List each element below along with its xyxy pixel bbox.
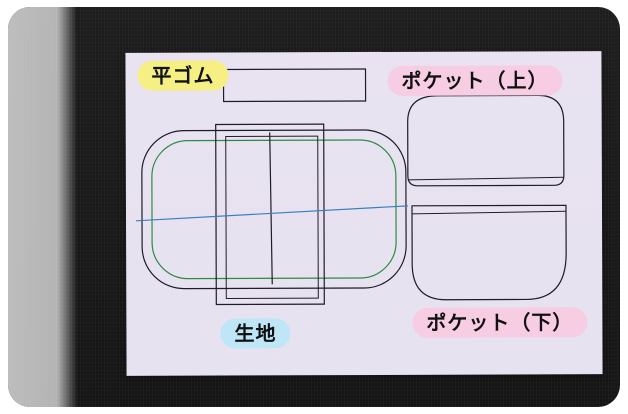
fabric-inner-outline bbox=[151, 139, 397, 280]
pocket-bottom-seam bbox=[411, 210, 567, 215]
label-pocket-top: ポケット（上） bbox=[387, 65, 563, 96]
fabric-outer-outline bbox=[141, 129, 407, 290]
photo: 平ゴム ポケット（上） 生地 ポケット（下） bbox=[8, 7, 620, 407]
fabric-center-fold bbox=[269, 132, 273, 285]
fabric-inner-cutout bbox=[225, 135, 319, 299]
pocket-bottom-outline bbox=[411, 204, 567, 301]
guide-line-blue bbox=[135, 205, 409, 222]
pocket-top-seam bbox=[407, 176, 564, 181]
label-flat-elastic: 平ゴム bbox=[137, 60, 229, 91]
label-pocket-bottom: ポケット（下） bbox=[412, 307, 588, 338]
elastic-strip-outline bbox=[222, 68, 367, 103]
fabric-left-edge bbox=[8, 7, 78, 407]
fabric-center-cutout bbox=[215, 123, 325, 306]
pocket-top-outline bbox=[407, 94, 565, 187]
pattern-paper: 平ゴム ポケット（上） 生地 ポケット（下） bbox=[125, 51, 603, 376]
pattern-lines bbox=[135, 68, 567, 306]
label-fabric: 生地 bbox=[220, 318, 291, 349]
